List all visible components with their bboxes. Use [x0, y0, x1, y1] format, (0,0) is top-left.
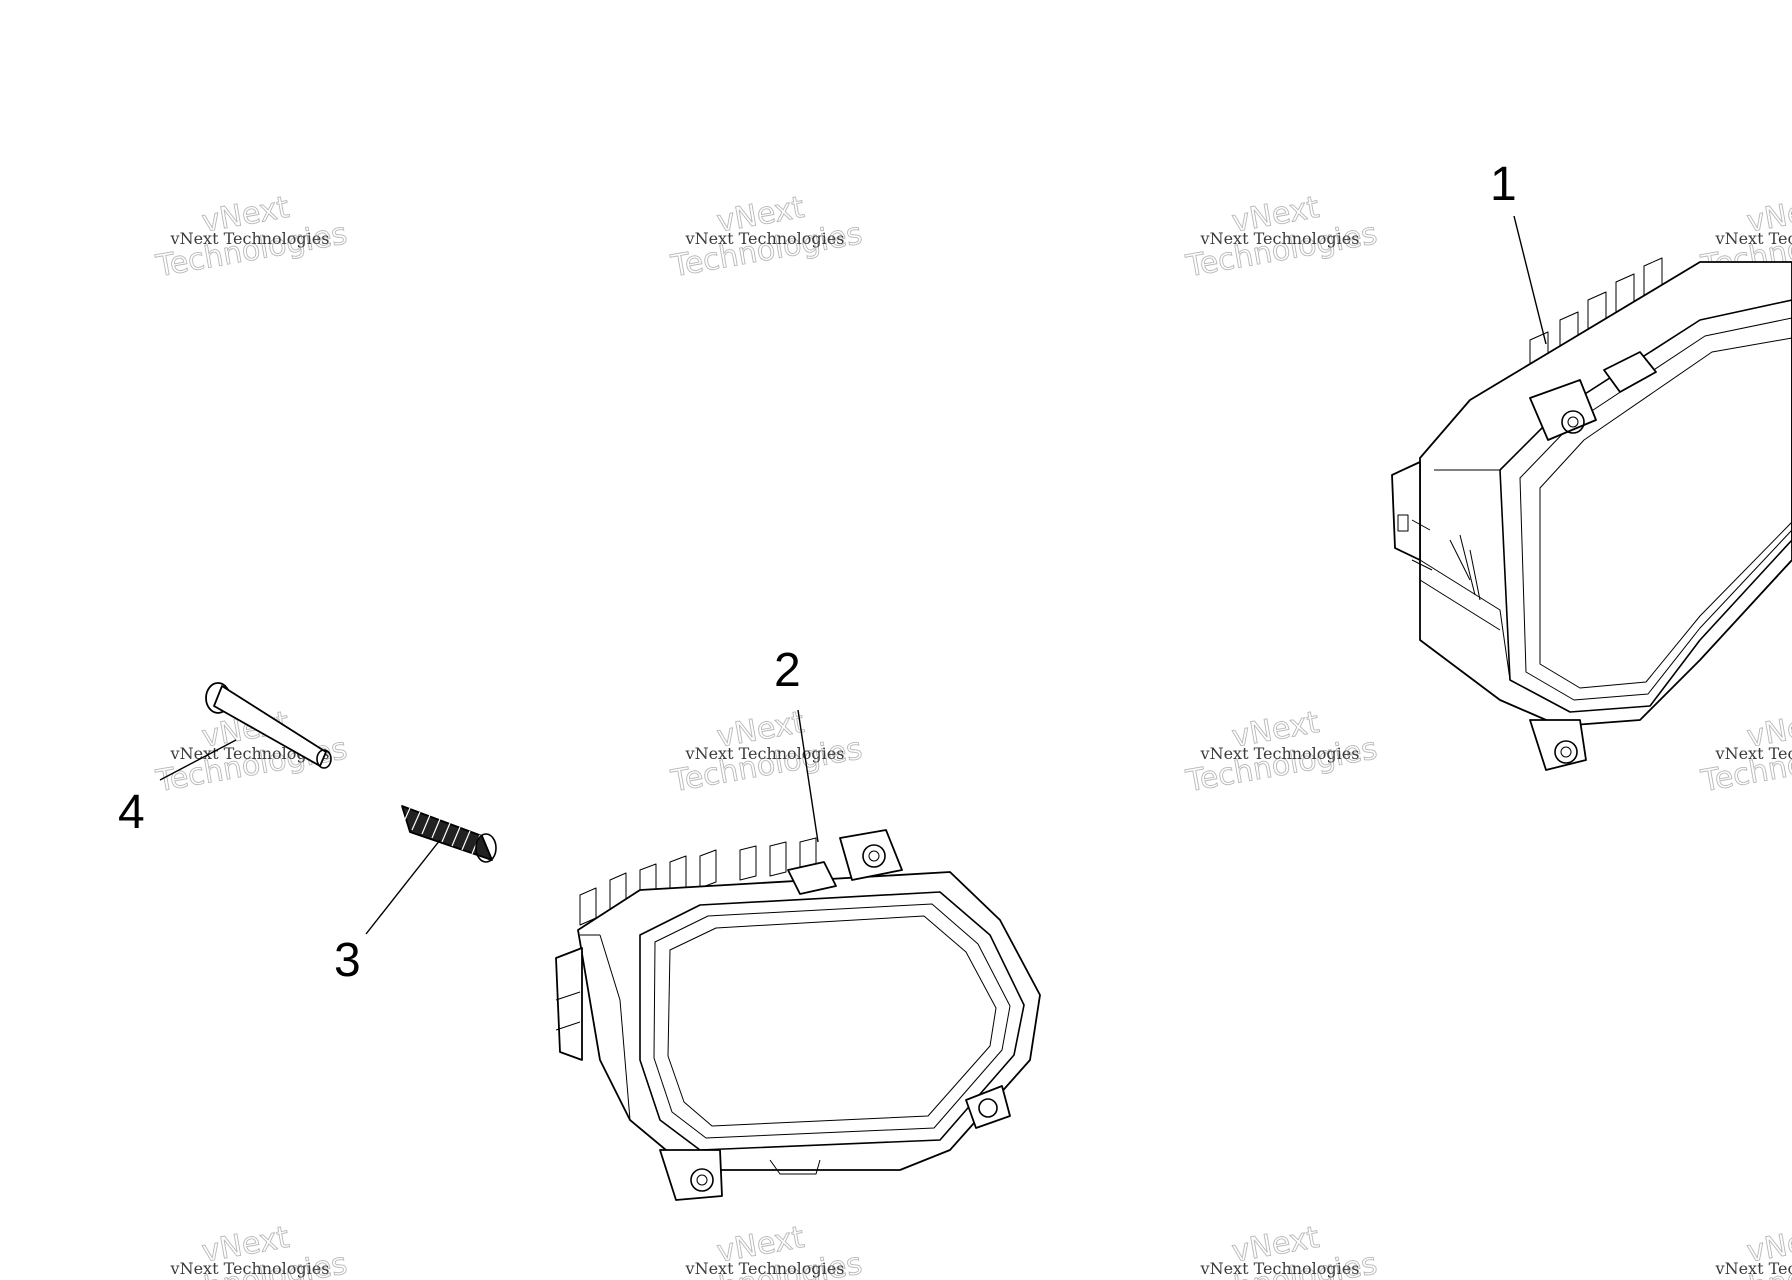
watermark-text-small: vNext Technologies [685, 744, 845, 763]
watermark-text-small: vNext Technologies [1200, 1259, 1360, 1278]
leader-lines [159, 215, 1547, 935]
watermark-text-small: vNext Technologies [1715, 229, 1792, 248]
watermark-text-small: vNext Technologies [170, 229, 330, 248]
headlight-assembly-left [555, 829, 1041, 1201]
watermark-text-small: vNext Technologies [685, 1259, 845, 1278]
callout-4: 4 [118, 786, 145, 839]
leader-line-3 [365, 839, 441, 935]
watermark-text-small: vNext Technologies [685, 229, 845, 248]
callout-3: 3 [334, 934, 361, 987]
watermark-text-small: vNext Technologies [1715, 744, 1792, 763]
leader-line-4 [159, 739, 237, 781]
watermark-text-small: vNext Technologies [1200, 229, 1360, 248]
watermark-text-small: vNext Technologies [1200, 744, 1360, 763]
headlight-assembly-right [1391, 257, 1792, 771]
callout-1: 1 [1490, 158, 1517, 211]
leader-line-2 [797, 709, 819, 843]
pin [205, 682, 332, 769]
watermark-text-small: vNext Technologies [1715, 1259, 1792, 1278]
callouts: 1 2 3 4 [118, 158, 1517, 987]
spring [401, 805, 497, 863]
watermark-text-small: vNext Technologies [170, 1259, 330, 1278]
callout-2: 2 [774, 644, 801, 697]
leader-line-1 [1513, 215, 1547, 345]
